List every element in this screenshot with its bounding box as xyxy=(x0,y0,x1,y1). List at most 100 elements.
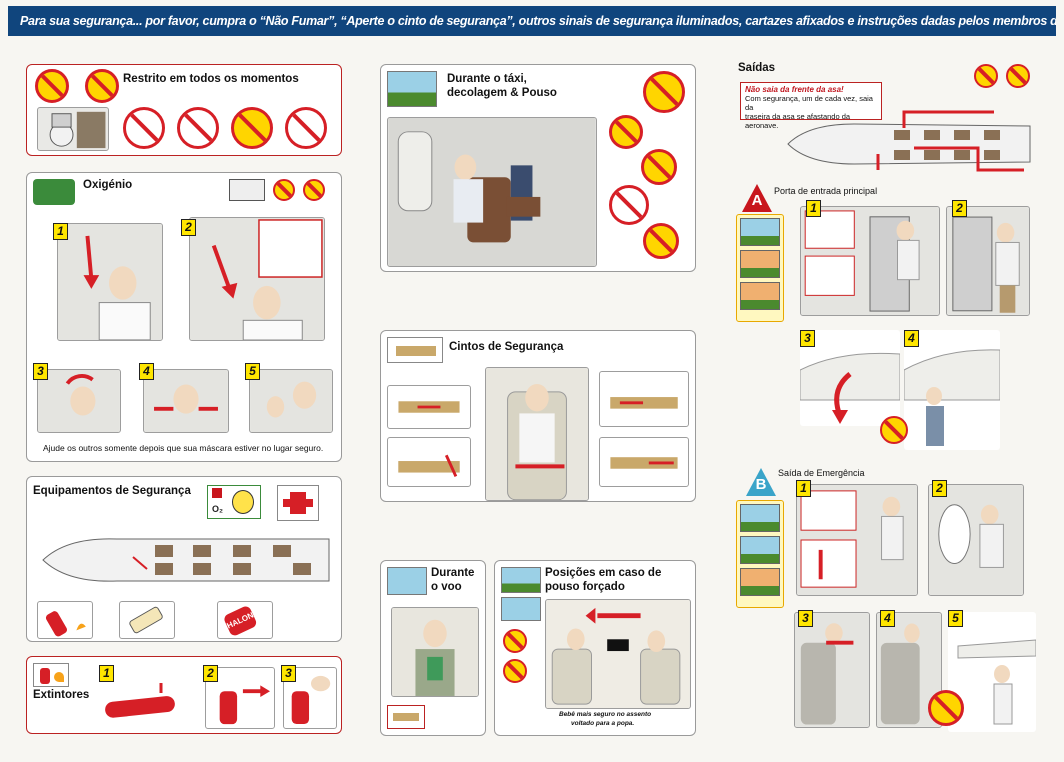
brace-position-panel: Posições em caso de pouso forçado Bebê m… xyxy=(494,560,696,736)
oxygen-mask-icon xyxy=(33,179,75,205)
oxygen-step-2-number: 2 xyxy=(181,219,196,236)
oxygen-title: Oxigénio xyxy=(83,179,133,191)
main-door-badge: A xyxy=(742,184,772,212)
seatbelt-adjust-illustration xyxy=(599,437,689,487)
seatbelt-fastened-icon xyxy=(387,705,425,729)
main-door-step-1-number: 1 xyxy=(806,200,821,217)
seatbelt-release-illustration xyxy=(599,371,689,427)
extinguisher-step-2-illustration xyxy=(205,667,275,729)
main-door-step-3-illustration xyxy=(800,330,900,426)
oxygen-step-4-number: 4 xyxy=(139,363,154,380)
oxygen-step-5-illustration xyxy=(249,369,333,433)
main-door-step-3-number: 3 xyxy=(800,330,815,347)
seated-passenger-illustration xyxy=(391,607,479,697)
emergency-step-4-illustration xyxy=(876,612,942,728)
no-laptop-icon xyxy=(285,107,327,149)
seatbelts-title: Cintos de Segurança xyxy=(449,341,564,353)
main-door-phase-icons xyxy=(736,214,784,322)
oxygen-caption: Ajude os outros somente depois que sua m… xyxy=(43,443,324,453)
no-smoking-icon xyxy=(643,71,685,113)
main-door-step-4-illustration xyxy=(904,330,1000,450)
no-phone-icon xyxy=(609,115,643,149)
emergency-step-1-number: 1 xyxy=(796,480,811,497)
seatbelt-fasten-illustration xyxy=(387,385,471,429)
emergency-step-4-number: 4 xyxy=(880,610,895,627)
emergency-step-5-number: 5 xyxy=(948,610,963,627)
during-flight-title-line2: o voo xyxy=(431,581,462,593)
no-luggage-icon xyxy=(928,690,964,726)
brace-title-line2: pouso forçado xyxy=(545,581,625,593)
seatbelt-passenger-illustration xyxy=(485,367,589,501)
oxygen-step-1-number: 1 xyxy=(53,223,68,240)
oxygen-step-4-illustration xyxy=(143,369,229,433)
lavatory-icon xyxy=(37,107,109,151)
taxi-title-line2: decolagem & Pouso xyxy=(447,87,557,99)
brace-title-line1: Posições em caso de xyxy=(545,567,662,579)
ground-phase-icon xyxy=(740,536,780,564)
oxygen-step-3-number: 3 xyxy=(33,363,48,380)
oxygen-step-3-illustration xyxy=(37,369,121,433)
taxi-cabin-illustration xyxy=(387,117,597,267)
restricted-title: Restrito em todos os momentos xyxy=(123,73,299,85)
flashlight-icon xyxy=(119,601,175,639)
airplane-emergency-icon xyxy=(501,597,541,621)
fire-phase-icon xyxy=(740,568,780,596)
extinguisher-step-2-number: 2 xyxy=(203,665,218,682)
no-luggage-icon xyxy=(880,416,908,444)
seatbelts-panel: Cintos de Segurança xyxy=(380,330,696,502)
no-vaping-icon xyxy=(303,179,325,201)
seatbelt-sign-icon xyxy=(229,179,265,201)
taxi-takeoff-landing-panel: Durante o táxi, decolagem & Pouso xyxy=(380,64,696,272)
oxygen-equipment-icon: O₂ xyxy=(207,485,261,519)
no-smoking-icon xyxy=(273,179,295,201)
extinguishers-title: Extintores xyxy=(33,689,90,701)
no-vaping-icon xyxy=(85,69,119,103)
no-smoking-icon xyxy=(35,69,69,103)
seatbelt-tighten-illustration xyxy=(387,437,471,487)
emergency-exit-title: Saída de Emergência xyxy=(778,468,865,478)
emergency-phase-icons xyxy=(736,500,784,608)
no-vaping-icon xyxy=(503,659,527,683)
wing-warning-line1: Com segurança, um de cada vez, saia da xyxy=(745,94,873,112)
safety-banner: Para sua segurança... por favor, cumpra … xyxy=(8,6,1056,36)
seatbelt-icon xyxy=(387,337,443,363)
fire-phase-icon xyxy=(740,282,780,310)
airplane-descent-icon xyxy=(501,567,541,593)
main-door-step-1-illustration xyxy=(800,206,940,316)
taxi-phase-icon xyxy=(740,218,780,246)
extinguishers-panel: Extintores 1 2 3 xyxy=(26,656,342,734)
no-handheld-device-icon xyxy=(643,223,679,259)
oxygen-step-2-illustration xyxy=(189,217,325,341)
during-flight-panel: Durante o voo xyxy=(380,560,486,736)
fire-extinguisher-icon xyxy=(33,663,69,687)
first-aid-kit-icon xyxy=(277,485,319,521)
main-door-step-4-number: 4 xyxy=(904,330,919,347)
main-door-step-2-number: 2 xyxy=(952,200,967,217)
no-electronic-device-icon xyxy=(231,107,273,149)
cabin-floorplan xyxy=(37,535,333,585)
exits-title: Saídas xyxy=(738,62,776,74)
no-smoking-icon xyxy=(974,64,998,88)
emergency-step-2-illustration xyxy=(928,484,1024,596)
no-phone-icon xyxy=(177,107,219,149)
emergency-step-3-number: 3 xyxy=(798,610,813,627)
emergency-step-2-number: 2 xyxy=(932,480,947,497)
extinguisher-step-1-number: 1 xyxy=(99,665,114,682)
exits-floorplan xyxy=(784,108,1032,174)
oxygen-step-1-illustration xyxy=(57,223,163,341)
no-smoking-icon xyxy=(503,629,527,653)
taxi-title-line1: Durante o táxi, xyxy=(447,73,527,85)
takeoff-icon xyxy=(387,71,437,107)
emergency-exit-badge-letter: B xyxy=(755,476,767,493)
no-drone-icon xyxy=(123,107,165,149)
oxygen-step-5-number: 5 xyxy=(245,363,260,380)
no-laptop-icon xyxy=(609,185,649,225)
halon-extinguisher-icon: HALON xyxy=(217,601,273,639)
no-tablet-icon xyxy=(641,149,677,185)
brace-caption-line2: voltado para a popa. xyxy=(571,720,635,727)
emergency-step-3-illustration xyxy=(794,612,870,728)
during-flight-title-line1: Durante xyxy=(431,567,475,579)
taxi-phase-icon xyxy=(740,504,780,532)
oxygen-panel: Oxigénio 1 2 3 4 5 Ajude os outros somen… xyxy=(26,172,342,462)
restricted-panel: Restrito em todos os momentos xyxy=(26,64,342,156)
